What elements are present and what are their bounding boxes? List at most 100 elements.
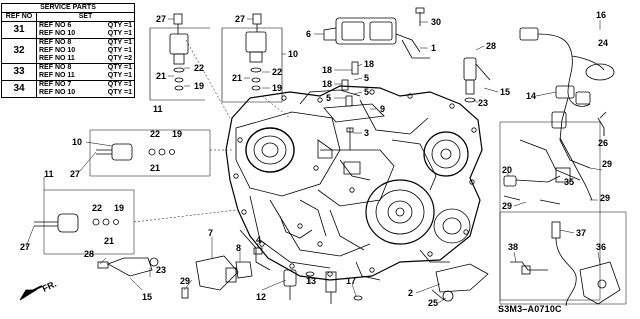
callout-label: 22	[150, 129, 160, 139]
callout-label: 11	[153, 104, 163, 114]
callout-label: 13	[306, 276, 316, 286]
callout-label: 21	[150, 163, 160, 173]
wire-harness	[499, 27, 615, 301]
callout-label: 21	[156, 71, 166, 81]
callout-label: 19	[194, 81, 204, 91]
callout-label: 20	[502, 165, 512, 175]
callout-label: 27	[20, 242, 30, 252]
callout-label: 5	[364, 87, 369, 97]
callout-label: 29	[602, 159, 612, 169]
front-label: FR.	[41, 279, 58, 294]
callout-label: 18	[364, 59, 374, 69]
set-item-qty: QTY =1	[107, 72, 132, 79]
callout-label: 27	[235, 14, 245, 24]
callout-label: 10	[72, 137, 82, 147]
callout-label: 27	[156, 14, 166, 24]
callout-label: 28	[84, 249, 94, 259]
valve-body-bolts	[323, 61, 385, 150]
solenoid-group-upper-left	[149, 13, 231, 119]
set-item-name: REF NO 8	[39, 64, 72, 71]
set-contents: REF NO 6 QTY =1 REF NO 10 QTY =1	[36, 21, 135, 39]
set-contents: REF NO 8 QTY =1 REF NO 11 QTY =1	[36, 63, 135, 81]
callout-label: 37	[576, 228, 586, 238]
callout-label: 3	[364, 128, 369, 138]
callout-label: 26	[598, 138, 608, 148]
speed-sensor-upper-right	[463, 57, 491, 103]
callout-label: 35	[564, 177, 574, 187]
callout-label: 23	[478, 98, 488, 108]
callout-label: 19	[172, 129, 182, 139]
callout-label: 18	[322, 79, 332, 89]
callout-label: 22	[194, 63, 204, 73]
callout-label: 6	[306, 29, 311, 39]
leader-lines	[25, 18, 605, 304]
set-item-name: REF NO 10	[39, 89, 76, 96]
transmission-housing-illustration	[225, 85, 483, 281]
callout-label: 2	[408, 288, 413, 298]
callout-label: 14	[526, 91, 536, 101]
callout-label: 4	[256, 235, 261, 245]
callout-label: 5	[364, 73, 369, 83]
callout-label: 10	[288, 49, 298, 59]
set-item-qty: QTY =1	[107, 39, 132, 46]
callout-labels: 27 22 21 19 11 27 22 21 19 10 6 30 1 28 …	[20, 10, 612, 314]
callout-label: 19	[272, 83, 282, 93]
callout-label: 15	[142, 292, 152, 302]
callout-label: 8	[236, 243, 241, 253]
callout-label: 16	[596, 10, 606, 20]
set-item-name: REF NO 8	[39, 39, 72, 46]
set-item-name: REF NO 10	[39, 30, 76, 37]
callout-label: 30	[431, 17, 441, 27]
callout-label: 12	[256, 292, 266, 302]
set-item-qty: QTY =1	[107, 64, 132, 71]
bracket-lower-right	[431, 263, 489, 302]
set-item-name: REF NO 11	[39, 55, 75, 62]
callout-label: 23	[156, 265, 166, 275]
callout-label: 9	[380, 104, 385, 114]
set-contents: REF NO 8 QTY =1 REF NO 10 QTY =1 REF NO 11…	[36, 38, 135, 64]
speed-sensor-lower-left	[97, 257, 159, 277]
lower-sensor-assembly	[181, 247, 363, 304]
callout-label: 21	[104, 236, 114, 246]
callout-label: 24	[598, 38, 608, 48]
callout-label: 5	[326, 93, 331, 103]
callout-label: 29	[600, 193, 610, 203]
set-item-qty: QTY =2	[107, 55, 132, 62]
callout-label: 18	[322, 65, 332, 75]
front-direction-arrow	[19, 285, 43, 301]
callout-label: 29	[180, 276, 190, 286]
solenoid-left-middle	[89, 129, 232, 177]
callout-label: 11	[44, 169, 54, 179]
callout-label: 17	[346, 276, 356, 286]
callout-label: 22	[92, 203, 102, 213]
set-item-qty: QTY =1	[107, 30, 132, 37]
callout-label: 21	[232, 73, 242, 83]
sensor-assembly-right	[499, 167, 627, 307]
set-item-qty: QTY =1	[107, 47, 132, 54]
set-item-qty: QTY =1	[107, 22, 132, 29]
callout-label: 22	[272, 67, 282, 77]
set-item-name: REF NO 6	[39, 22, 72, 29]
diagram-code: S3M3–A0710C	[498, 304, 562, 314]
callout-label: 15	[500, 87, 510, 97]
callout-label: 25	[428, 298, 438, 308]
callout-label: 27	[70, 169, 80, 179]
solenoid-group-upper-center	[221, 13, 291, 119]
set-item-name: REF NO 10	[39, 47, 76, 54]
callout-label: 7	[208, 228, 213, 238]
solenoid-left-lower	[34, 189, 237, 255]
callout-label: 29	[502, 201, 512, 211]
set-item-name: REF NO 11	[39, 72, 75, 79]
callout-label: 28	[486, 41, 496, 51]
set-item-qty: QTY =1	[107, 89, 132, 96]
callout-label: 38	[508, 242, 518, 252]
shift-solenoid-top	[323, 7, 430, 59]
set-item-qty: QTY =1	[107, 81, 132, 88]
